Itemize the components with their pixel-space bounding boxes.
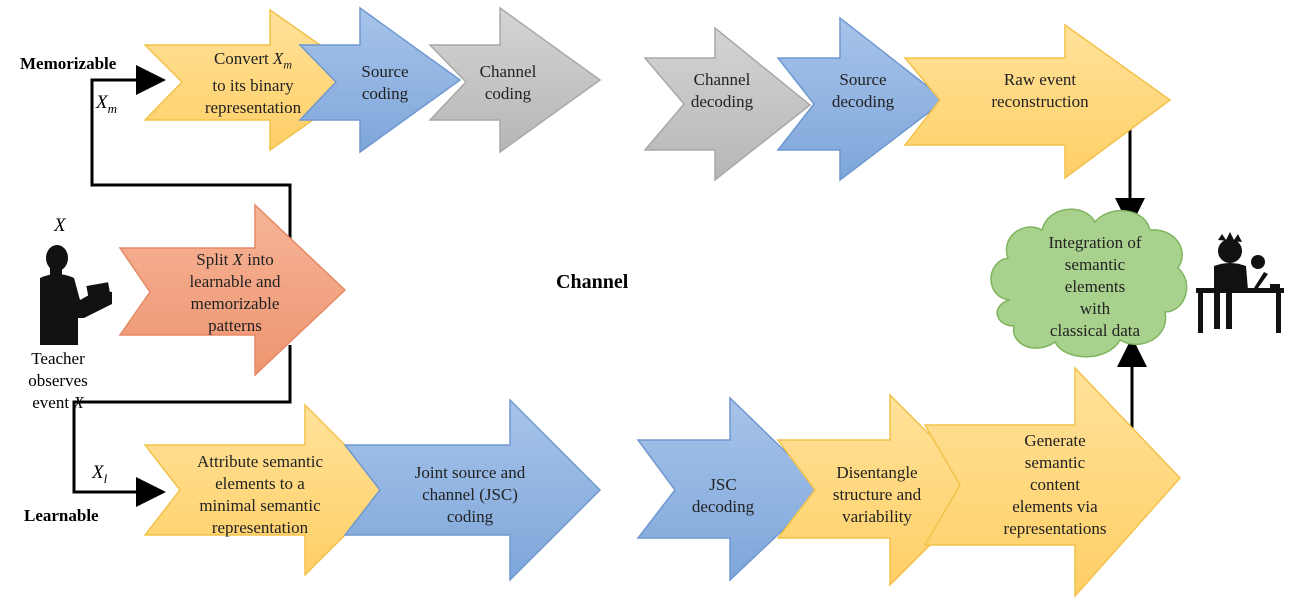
channel-label: Channel: [556, 271, 629, 293]
arrow-raw-event: [903, 23, 1172, 180]
arrow-jsc-decoding: [636, 396, 827, 582]
learnable-label: Learnable: [24, 506, 99, 525]
memorizable-branch-line: [90, 65, 292, 240]
teacher-caption-line2: event X: [32, 393, 84, 412]
x-m-label: Xm: [96, 92, 117, 116]
teacher-caption: Teacher observes event X: [0, 348, 116, 414]
memorizable-label: Memorizable: [20, 54, 117, 73]
arrow-split: [118, 203, 347, 377]
x-l-label: Xl: [92, 462, 108, 486]
teacher-silhouette-icon: [40, 245, 112, 345]
arrow-attribute: [143, 403, 392, 577]
arrow-source-decoding: [776, 16, 947, 182]
arrow-generate: [923, 366, 1182, 598]
student-at-desk-icon: [1196, 232, 1284, 333]
arrow-jsc-coding: [343, 398, 602, 582]
arrow-source-coding: [298, 6, 462, 154]
arrow-channel-decoding: [643, 26, 812, 182]
teacher-caption-line1: Teacher observes: [28, 349, 88, 390]
learnable-branch-line: [72, 345, 292, 507]
event-label: X: [54, 215, 66, 236]
integration-cloud: [990, 208, 1188, 358]
arrow-channel-coding: [428, 6, 602, 154]
